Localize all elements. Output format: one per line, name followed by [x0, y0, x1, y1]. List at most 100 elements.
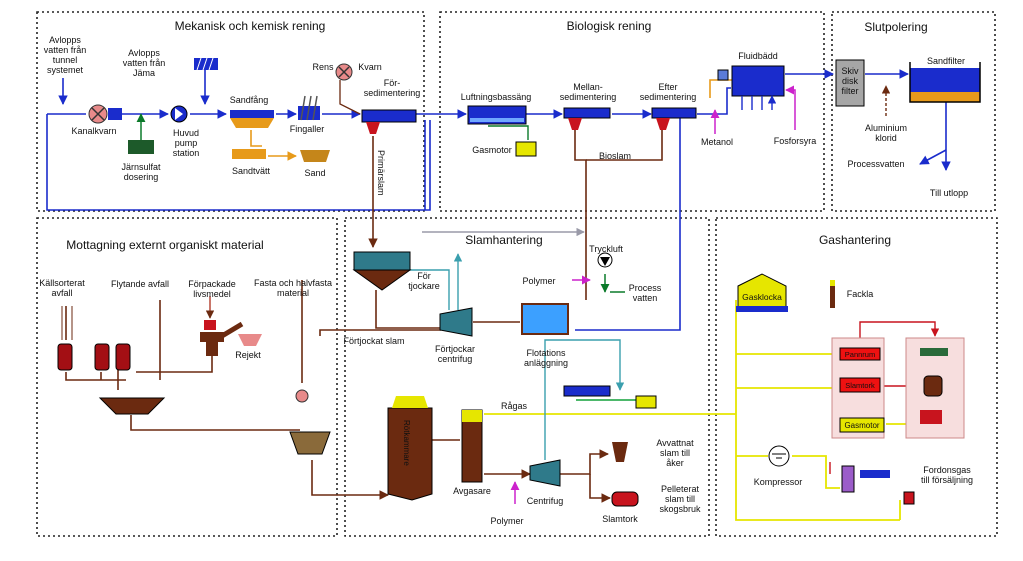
label-ragas: Rågas	[501, 401, 528, 411]
huvudpump-arrow	[175, 108, 183, 120]
label-fortjockar-centrifug-1: Förtjockar	[435, 344, 475, 354]
section-mottagning-box	[36, 217, 338, 537]
tryckluft-triangle	[600, 257, 610, 266]
label-avlopp-jama-3: Jäma	[133, 68, 155, 78]
label-metanol: Metanol	[701, 137, 733, 147]
section-title-mekanisk: Mekanisk och kemisk rening	[175, 19, 326, 33]
label-sandtvatt: Sandtvätt	[232, 166, 271, 176]
skivdisk-filter	[835, 59, 865, 107]
label-huvudpump-3: station	[173, 148, 200, 158]
svg-text:Processvatten: Processvatten	[629, 283, 662, 303]
label-kallsorterat-1: Källsorterat	[39, 278, 85, 288]
rotkammare-gas	[392, 396, 428, 408]
label-avgasare: Avgasare	[453, 486, 491, 496]
label-forsed-1: För-	[384, 78, 401, 88]
label-huvudpump-1: Huvud	[173, 128, 199, 138]
section-slutpolering-box	[831, 11, 996, 212]
label-slamtork-gas: Slamtork	[845, 381, 875, 390]
label-fluidbadd: Fluidbädd	[738, 51, 778, 61]
label-pelleterat-3: skogsbruk	[659, 504, 701, 514]
label-flytande: Flytande avfall	[111, 279, 169, 289]
label-fackla: Fackla	[847, 289, 874, 299]
sandfilter-sand	[910, 92, 980, 102]
gasmotor-gas-box	[839, 417, 885, 433]
fackla-flame	[830, 280, 835, 286]
fackla-icon	[830, 286, 835, 308]
pannrum-box	[839, 347, 881, 361]
label-skivdisk-2: disk	[842, 76, 859, 86]
gas-lines	[484, 300, 906, 521]
label-skivdisk-3: filter	[841, 86, 858, 96]
label-flotation-1: Flotations	[526, 348, 566, 358]
forpackade-feeder	[204, 320, 216, 330]
label-avlopp-jama-1: Avlopps	[128, 48, 160, 58]
label-kanalkvarn: Kanalkvarn	[71, 126, 116, 136]
fluidbadd-tank	[731, 65, 785, 97]
label-jarnsulfat-1: Järnsulfat	[121, 162, 161, 172]
jama-screen-lines	[196, 57, 214, 71]
slamtork-drum	[611, 491, 639, 507]
kanalkvarn-cross	[91, 107, 105, 121]
slam-avgasning-basin	[563, 385, 611, 397]
section-title-slamhantering: Slamhantering	[465, 233, 542, 247]
label-kompressor: Kompressor	[754, 477, 803, 487]
fortjockare-cone	[352, 269, 412, 291]
fingaller-bars	[300, 95, 318, 121]
label-fasta-2: material	[277, 288, 309, 298]
fluidbadd-arrows	[741, 96, 772, 110]
avvattnat-container	[612, 442, 628, 462]
rejekt-container	[238, 334, 262, 346]
fordonsgas-equip-1	[841, 465, 855, 493]
label-eftersed-1: Efter	[658, 82, 677, 92]
label-aluminium-1: Aluminium	[865, 123, 907, 133]
fasta-kvarn-icon	[295, 389, 309, 403]
forsed-hopper	[366, 122, 380, 134]
svg-text:För-sedimentering: För-sedimentering	[364, 78, 421, 98]
gas-equip-3	[920, 410, 942, 424]
mellansed-basin	[563, 107, 611, 119]
kompressor-detail	[772, 453, 786, 459]
label-avlopp-tunnel-1: Avlopps	[49, 35, 81, 45]
label-avlopp-tunnel-3: tunnel	[53, 55, 78, 65]
label-forpackade-2: livsmedel	[193, 289, 231, 299]
label-pelleterat-2: slam till	[665, 494, 695, 504]
label-fordonsgas-2: till försäljning	[921, 475, 973, 485]
fortjockar-centrifug-icon	[439, 307, 473, 337]
label-fingaller: Fingaller	[290, 124, 325, 134]
slamtork-gas-box	[839, 377, 881, 393]
section-title-biologisk: Biologisk rening	[567, 19, 652, 33]
label-rejekt: Rejekt	[235, 350, 261, 360]
eftersed-basin	[651, 107, 697, 119]
flytande-tank-1	[94, 343, 110, 371]
svg-text:Mellan-sedimentering: Mellan-sedimentering	[560, 82, 617, 102]
label-luftning: Luftningsbassäng	[461, 92, 532, 102]
label-sand: Sand	[304, 168, 325, 178]
label-pannrum: Pannrum	[845, 350, 875, 359]
avgasare-gas	[462, 410, 482, 422]
sandtvatt-box	[232, 149, 266, 159]
teal-line-3	[544, 339, 625, 460]
label-kvarn: Kvarn	[358, 62, 382, 72]
label-mellansed-1: Mellan-	[573, 82, 603, 92]
section-title-slutpolering: Slutpolering	[864, 20, 927, 34]
section-mekanisk-box	[36, 11, 425, 212]
label-primarslam: Primärslam	[376, 150, 386, 196]
sandfang-basin	[230, 110, 274, 118]
kallsorterat-tank	[57, 343, 73, 371]
red-lines	[829, 321, 940, 474]
label-fortjockat: Förtjockat slam	[343, 336, 404, 346]
label-jarnsulfat-2: dosering	[124, 172, 159, 182]
section-title-mottagning: Mottagning externt organiskt material	[66, 238, 263, 252]
label-process-vatten-2: vatten	[633, 293, 658, 303]
label-fasta-1: Fasta och halvfasta	[254, 278, 332, 288]
forpackade-tank	[206, 342, 218, 356]
label-gasmotor-bio: Gasmotor	[472, 145, 512, 155]
sandfang-hopper	[230, 118, 274, 128]
sludge-lines	[65, 130, 663, 503]
